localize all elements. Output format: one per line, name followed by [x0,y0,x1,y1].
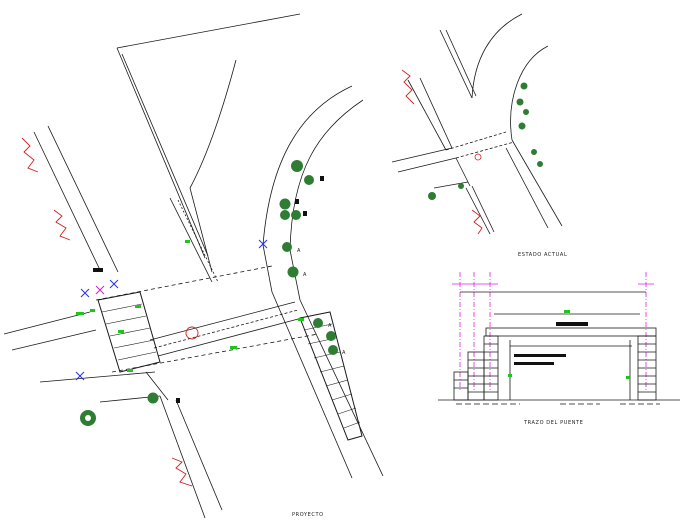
plan-estado-actual [391,13,563,235]
svg-text:A: A [342,350,346,356]
tree-icon [326,331,336,341]
road-lower-left [159,395,206,519]
caption-trazo-puente: TRAZO DEL PUENTE [523,420,583,426]
tree-icon [313,318,323,328]
tree-icon [280,210,290,220]
bridge-deck-bottom [157,317,303,357]
survey-markers [75,239,304,381]
zigzag-estado [401,69,483,235]
lot-boundary-left [116,47,206,259]
tree-icon [287,266,299,278]
bridge-deck-top [149,301,296,341]
tree-icon [537,161,543,167]
tree-icon [458,183,464,189]
tree-icon [523,109,529,115]
tree-icon [282,242,292,252]
svg-text:A: A [303,272,307,278]
svg-text:A: A [297,248,301,254]
road-curve-outer [262,85,353,246]
benchmark-icon [80,288,90,298]
elevation-trazo-puente [438,272,680,405]
existing-road-curve-outer [471,13,523,99]
tree-icon [516,98,524,106]
control-point-icon [185,326,199,340]
caption-estado-actual: ESTADO ACTUAL [518,252,567,258]
bridge-deck-section [485,327,657,337]
zigzag-boundaries [21,137,193,487]
street-left-bottom [11,329,97,351]
street-left-top [3,311,91,335]
tree-tags: A A A A [297,248,346,356]
tree-icon [520,82,528,90]
tree-icon [304,175,314,185]
control-point-icon [474,153,482,161]
existing-road-curve-inner [510,45,549,141]
tree-icon-core [85,415,91,421]
tree-icon [291,210,301,220]
tree-icon [428,192,436,200]
tree-icon [291,160,303,172]
trees-proyecto [80,160,338,426]
lot-boundary-top [116,13,301,49]
road-curve-inner [289,99,364,251]
caption-proyecto: PROYECTO [292,512,324,518]
lot-inner-curve [189,59,237,189]
road-diagonal-left [271,291,353,479]
plan-proyecto [3,13,384,519]
stair-ramps [97,291,363,441]
tree-icon [531,149,537,155]
benchmark-icon [258,239,268,249]
tree-icon [518,122,526,130]
tree-markers [176,176,324,403]
tree-icon [328,345,338,355]
lot-boundary-left-inner [121,53,209,257]
benchmark-icon [75,371,85,381]
benchmark-icon [109,279,119,289]
road-left-edge-1 [33,131,101,271]
benchmark-icon [95,285,105,295]
tree-icon [147,392,159,404]
trees-estado [428,82,543,200]
tree-icon [279,198,291,210]
road-diagonal-right [299,299,384,477]
svg-text:A: A [328,323,332,329]
